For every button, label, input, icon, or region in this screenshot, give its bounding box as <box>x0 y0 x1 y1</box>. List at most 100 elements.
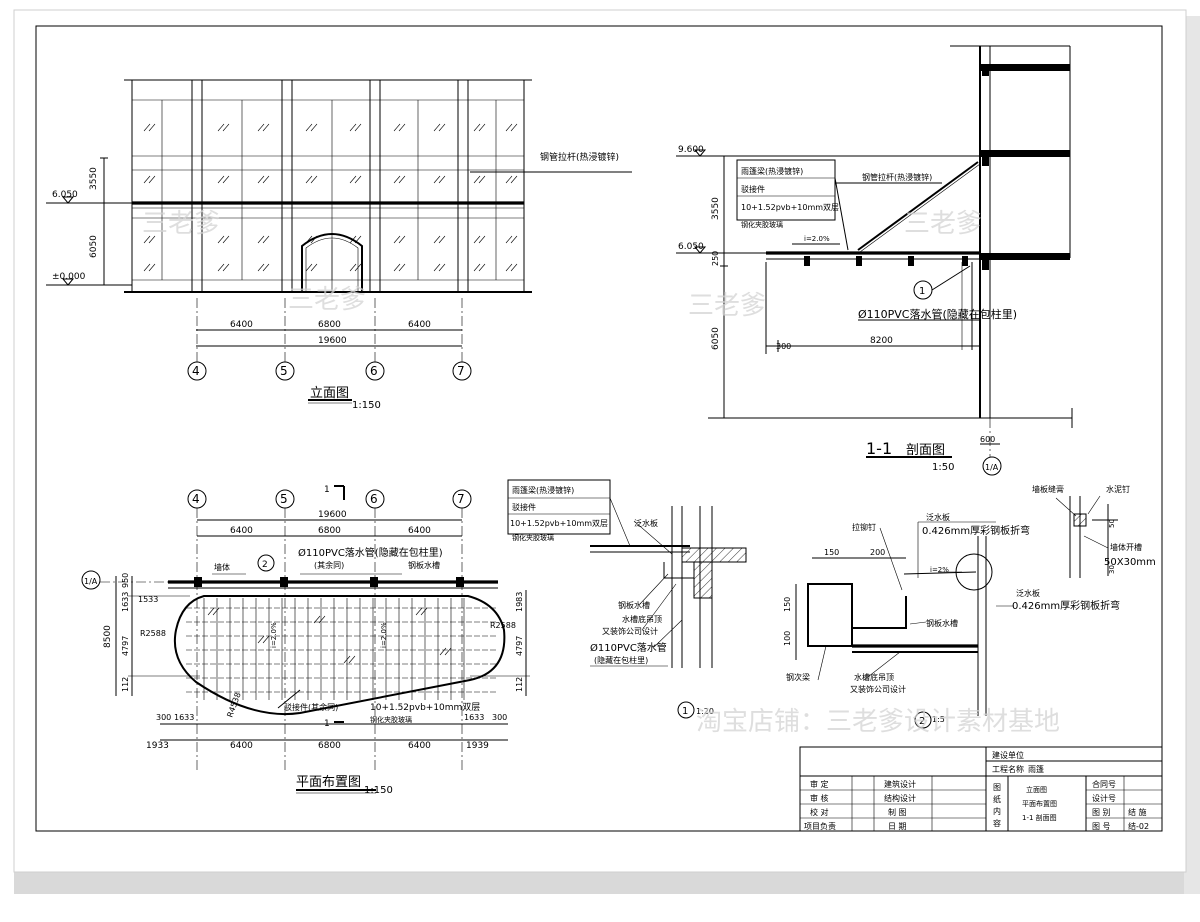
section-view <box>676 45 1073 476</box>
glass-hatch-mark <box>505 263 518 272</box>
glass-hatch-mark <box>143 123 156 132</box>
tb-right-label-4: 图 号 <box>1092 822 1111 831</box>
plan-bottom-dim-1: 1933 <box>146 741 169 751</box>
glass-hatch-mark <box>257 123 270 132</box>
tb-project-name: 雨篷 <box>1028 764 1044 774</box>
plan-span-1: 6400 <box>230 526 253 536</box>
detail1-layer-2: 驳接件 <box>512 502 536 512</box>
section-axis: 1/A <box>985 463 999 472</box>
elevation-span-1: 6400 <box>230 320 253 330</box>
plan-bottom-dim-3: 6800 <box>318 741 341 751</box>
plan-left-total: 8500 <box>103 625 113 648</box>
plan-total: 19600 <box>318 510 347 520</box>
glass-hatch-mark <box>217 123 230 132</box>
glass-hatch-mark <box>433 263 446 272</box>
plan-glass-hatch <box>439 647 452 656</box>
glass-hatch-mark <box>393 235 406 244</box>
plan-glass-hatch <box>415 607 428 616</box>
glass-hatch-mark <box>143 235 156 244</box>
detail2-num: 2 <box>919 716 925 727</box>
elevation-scale: 1:150 <box>352 400 381 411</box>
detail2-scale: 1:5 <box>932 715 945 724</box>
detail1-pipe-2: (隐藏在包柱里) <box>594 655 648 665</box>
detail2-flashing-right: 泛水板 <box>1016 588 1040 598</box>
glass-hatch-mark <box>217 263 230 272</box>
detail2-dim-200: 200 <box>870 548 885 557</box>
plan-glass2-label: 钢化夹胶玻璃 <box>370 715 412 724</box>
plan-right-dim-1633: 1633 <box>464 713 484 722</box>
tb-item-3: 制 图 <box>888 807 907 817</box>
detail3-dim-50: 50 <box>1108 519 1116 528</box>
glass-hatch-mark <box>505 235 518 244</box>
plan-left-dim-112: 112 <box>121 677 130 692</box>
elevation-dim-3550: 3550 <box>89 167 99 190</box>
detail2-dim-100: 100 <box>783 631 792 646</box>
tb-role-4: 项目负责 <box>804 821 836 831</box>
watermark-long: 淘宝店铺：三老爹设计素材基地 <box>696 707 1060 737</box>
section-detail-ref: 1 <box>919 286 925 297</box>
section-title-suffix: 剖面图 <box>906 443 945 458</box>
plan-axis-4: 4 <box>192 492 200 506</box>
tb-content-label-4: 容 <box>993 818 1001 828</box>
plan-right-dim-1983: 1983 <box>515 592 524 612</box>
plan-detail-ref: 2 <box>262 560 268 570</box>
section-layer-2: 驳接件 <box>741 184 765 194</box>
glass-hatch-mark <box>305 123 318 132</box>
detail-3-view <box>1055 495 1118 578</box>
detail1-pipe-1: Ø110PVC落水管 <box>590 641 667 654</box>
glass-hatch-mark <box>473 235 486 244</box>
watermark-4: 三老爹 <box>904 209 982 239</box>
tb-role-2: 审 核 <box>810 793 829 803</box>
glass-hatch-mark <box>257 175 270 184</box>
section-layer-3: 10+1.52pvb+10mm双层 <box>741 203 839 212</box>
detail2-dim-150: 150 <box>824 548 839 557</box>
plan-section-mark-bottom: 1 <box>324 719 330 729</box>
detail3-groove: 墙体开槽 <box>1110 542 1142 552</box>
section-scale: 1:50 <box>932 462 954 473</box>
elevation-view <box>46 79 632 404</box>
elevation-span-3: 6400 <box>408 320 431 330</box>
detail1-layer-1: 雨篷梁(热浸镀锌) <box>512 485 574 495</box>
tb-item-1: 建筑设计 <box>884 779 916 789</box>
detail1-ceiling-2: 又装饰公司设计 <box>602 626 658 636</box>
detail1-layer-4: 钢化夹胶玻璃 <box>512 533 554 542</box>
plan-left-dim-1533: 1533 <box>138 595 158 604</box>
glass-hatch-mark <box>349 235 362 244</box>
tb-right-value-3: 结 施 <box>1128 807 1147 817</box>
plan-wall-label: 墙体 <box>214 562 230 572</box>
glass-hatch-mark <box>393 263 406 272</box>
watermark-2: 三老爹 <box>288 285 366 315</box>
detail1-layer-3: 10+1.52pvb+10mm双层 <box>510 519 608 528</box>
plan-radius-left: R2588 <box>140 629 166 638</box>
plan-right-dim-112: 112 <box>515 677 524 692</box>
detail3-seal: 墙板缝膏 <box>1032 484 1064 494</box>
plan-bottom-dim-4: 6400 <box>408 741 431 751</box>
tb-item-4: 日 期 <box>888 822 907 831</box>
section-slope: i=2.0% <box>804 235 830 243</box>
tb-content-2: 平面布置图 <box>1022 799 1057 808</box>
detail1-flashing: 泛水板 <box>634 518 658 528</box>
section-layer-1: 雨篷梁(热浸镀锌) <box>741 166 803 176</box>
elevation-rod-note: 钢管拉杆(热浸镀锌) <box>540 151 619 163</box>
plan-glass-hatch <box>313 615 326 624</box>
glass-hatch-mark <box>305 263 318 272</box>
section-layer-4: 钢化夹胶玻璃 <box>741 220 783 229</box>
glass-hatch-mark <box>393 123 406 132</box>
plan-bottom-dim-5: 1939 <box>466 741 489 751</box>
section-level-9600: 9.600 <box>678 145 704 155</box>
detail1-num: 1 <box>682 706 688 717</box>
plan-pipe-label: Ø110PVC落水管(隐藏在包柱里) <box>298 546 443 559</box>
title-block <box>799 746 1163 832</box>
glass-hatch-mark <box>505 123 518 132</box>
section-pipe-label: Ø110PVC落水管(隐藏在包柱里) <box>858 307 1017 321</box>
plan-same-label: (其余同) <box>314 560 344 570</box>
detail2-spec-top: 0.426mm厚彩钢板折弯 <box>922 524 1030 537</box>
plan-bottom-dim-2: 6400 <box>230 741 253 751</box>
tb-right-label-2: 设计号 <box>1092 793 1116 803</box>
tb-content-label-2: 纸 <box>993 794 1001 804</box>
detail-2-view <box>795 521 1014 729</box>
detail2-spec-right: 0.426mm厚彩钢板折弯 <box>1012 599 1120 612</box>
section-dim-8200: 8200 <box>870 336 893 346</box>
